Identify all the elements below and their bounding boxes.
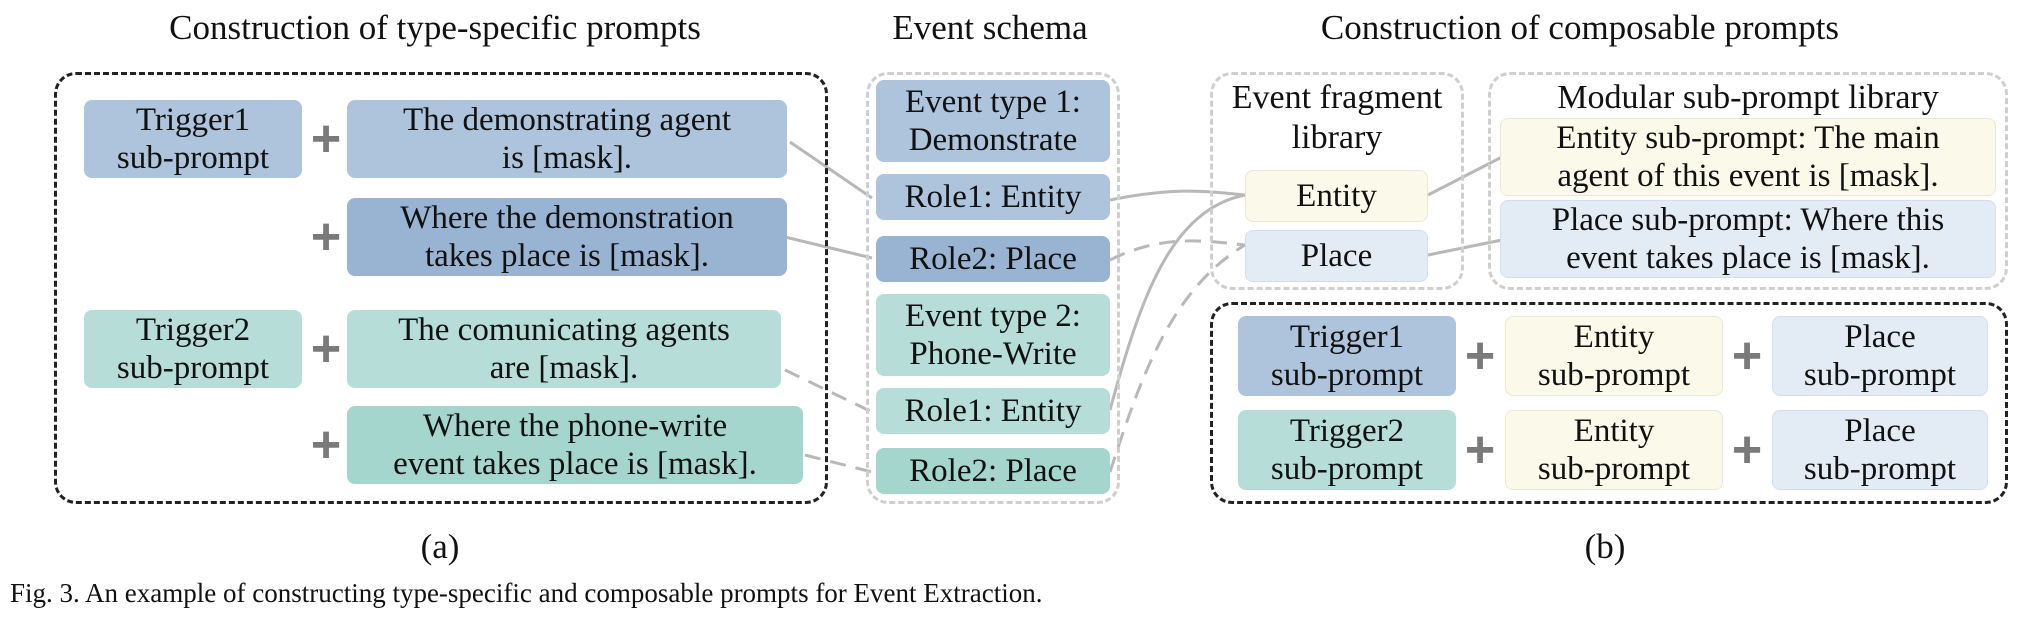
comp-place-box-2: Place sub-prompt	[1772, 410, 1988, 490]
comp-trigger2-label: Trigger2 sub-prompt	[1270, 413, 1424, 487]
plus-icon: +	[310, 110, 342, 168]
left-prompt3-box: The comunicating agents are [mask].	[347, 310, 781, 388]
fragment-entity-label: Entity	[1296, 178, 1377, 214]
left-prompt1-box: The demonstrating agent is [mask].	[347, 100, 787, 178]
schema-role2a-box: Role2: Place	[876, 236, 1110, 282]
left-trigger1-box: Trigger1 sub-prompt	[84, 100, 302, 178]
schema-role2a-label: Role2: Place	[909, 241, 1077, 277]
left-trigger1-label: Trigger1 sub-prompt	[116, 102, 270, 176]
schema-type1-box: Event type 1: Demonstrate	[876, 80, 1110, 162]
fragment-entity-box: Entity	[1245, 170, 1428, 222]
comp-entity-box-1: Entity sub-prompt	[1505, 316, 1723, 396]
schema-type1-label: Event type 1: Demonstrate	[905, 84, 1081, 158]
event-schema-frame	[866, 72, 1120, 504]
left-trigger2-label: Trigger2 sub-prompt	[116, 312, 270, 386]
comp-entity-box-2: Entity sub-prompt	[1505, 410, 1723, 490]
subcaption-a: (a)	[420, 527, 460, 566]
schema-role1a-box: Role1: Entity	[876, 174, 1110, 220]
left-prompt4-label: Where the phone-write event takes place …	[393, 408, 757, 482]
plus-icon: +	[1731, 421, 1763, 479]
plus-icon: +	[310, 320, 342, 378]
title-composable: Construction of composable prompts	[1320, 8, 1840, 47]
place-sub-prompt-box: Place sub-prompt: Where this event takes…	[1500, 200, 1996, 278]
schema-role2b-label: Role2: Place	[909, 453, 1077, 489]
left-prompt2-label: Where the demonstration takes place is […	[400, 200, 734, 274]
fragment-place-box: Place	[1245, 230, 1428, 282]
plus-icon: +	[310, 416, 342, 474]
left-prompt4-box: Where the phone-write event takes place …	[347, 406, 803, 484]
place-sub-prompt-label: Place sub-prompt: Where this event takes…	[1551, 202, 1945, 276]
schema-role2b-box: Role2: Place	[876, 448, 1110, 494]
left-prompt1-label: The demonstrating agent is [mask].	[402, 102, 732, 176]
connector-p3-role1b	[784, 368, 873, 414]
plus-icon: +	[1464, 421, 1496, 479]
comp-place-label: Place sub-prompt	[1803, 413, 1957, 487]
left-trigger2-box: Trigger2 sub-prompt	[84, 310, 302, 388]
entity-sub-prompt-label: Entity sub-prompt: The main agent of thi…	[1556, 120, 1940, 194]
title-event-schema: Event schema	[892, 8, 1088, 47]
schema-role1b-box: Role1: Entity	[876, 388, 1110, 434]
connector-role2b-place	[1108, 243, 1246, 473]
entity-sub-prompt-box: Entity sub-prompt: The main agent of thi…	[1500, 118, 1996, 196]
comp-trigger1-box: Trigger1 sub-prompt	[1238, 316, 1456, 396]
title-type-specific: Construction of type-specific prompts	[169, 8, 701, 47]
schema-type2-label: Event type 2: Phone-Write	[905, 298, 1081, 372]
subcaption-b: (b)	[1584, 527, 1626, 566]
comp-trigger1-label: Trigger1 sub-prompt	[1270, 319, 1424, 393]
figure-caption: Fig. 3. An example of constructing type-…	[10, 578, 1043, 608]
comp-entity-label: Entity sub-prompt	[1537, 413, 1691, 487]
plus-icon: +	[310, 208, 342, 266]
plus-icon: +	[1731, 327, 1763, 385]
left-prompt2-box: Where the demonstration takes place is […	[347, 198, 787, 276]
comp-trigger2-box: Trigger2 sub-prompt	[1238, 410, 1456, 490]
comp-place-label: Place sub-prompt	[1803, 319, 1957, 393]
schema-role1a-label: Role1: Entity	[904, 179, 1082, 215]
composable-frame	[1210, 302, 2008, 504]
connector-p1-role1a	[789, 140, 873, 200]
connector-role1a-entity	[1109, 189, 1246, 202]
plus-icon: +	[1464, 327, 1496, 385]
schema-type2-box: Event type 2: Phone-Write	[876, 294, 1110, 376]
fragment-place-label: Place	[1300, 238, 1373, 274]
left-prompt3-label: The comunicating agents are [mask].	[398, 312, 730, 386]
sub-prompt-library-title: Modular sub-prompt library	[1557, 79, 1939, 116]
comp-place-box-1: Place sub-prompt	[1772, 316, 1988, 396]
fragment-library-frame	[1210, 72, 1464, 290]
type-specific-frame	[54, 72, 828, 504]
connector-p4-role2b	[804, 453, 873, 474]
connector-p2-role2a	[784, 235, 873, 260]
connector-role1b-entity	[1108, 193, 1246, 411]
schema-role1b-label: Role1: Entity	[904, 393, 1082, 429]
sub-prompt-library-frame	[1488, 72, 2008, 290]
comp-entity-label: Entity sub-prompt	[1537, 319, 1691, 393]
fragment-library-title: Event fragment library	[1231, 79, 1443, 156]
